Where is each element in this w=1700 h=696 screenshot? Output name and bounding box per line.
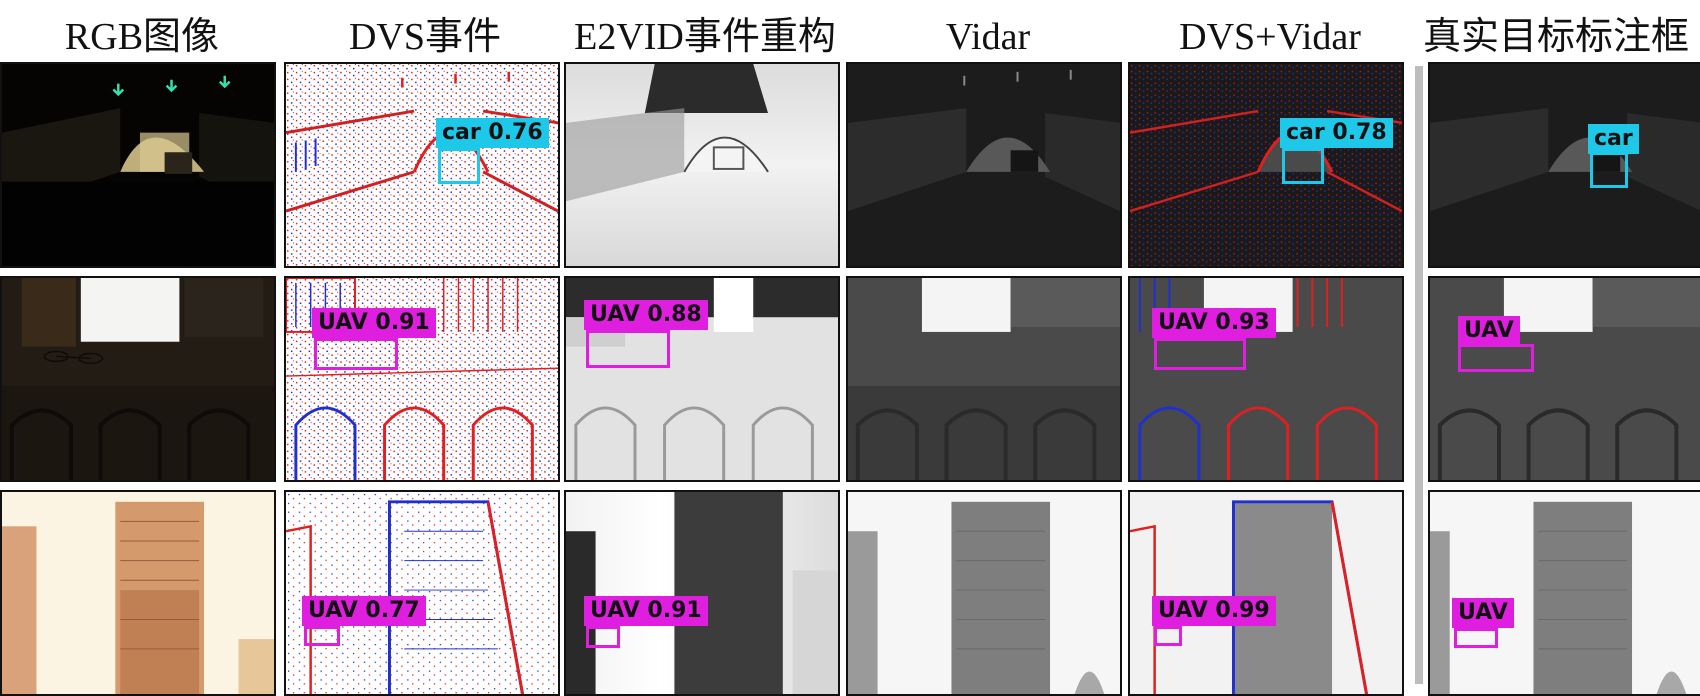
image-courtyard-rgb [0, 276, 276, 482]
image-tunnel-gt: car [1428, 62, 1700, 268]
detection-label: UAV 0.91 [584, 596, 708, 626]
detection-label: UAV [1458, 316, 1520, 346]
image-courtyard-gt: UAV [1428, 276, 1700, 482]
image-tunnel-dvs-vidar: car 0.78 [1128, 62, 1404, 268]
detection-box [1282, 148, 1324, 184]
detection-box [1454, 628, 1498, 648]
image-courtyard-dvs: UAV 0.91 [284, 276, 560, 482]
detection-label: UAV [1452, 598, 1514, 628]
detection-label: UAV 0.93 [1152, 308, 1276, 338]
image-tunnel-e2vid [564, 62, 840, 268]
image-building-e2vid: UAV 0.91 [564, 490, 840, 696]
detection-label: car [1588, 124, 1639, 154]
image-tunnel-rgb [0, 62, 276, 268]
detection-box [586, 330, 670, 368]
image-courtyard-e2vid: UAV 0.88 [564, 276, 840, 482]
detection-label: UAV 0.91 [312, 308, 436, 338]
column-title-dvs-vidar: DVS+Vidar [1179, 16, 1361, 58]
detection-label: car 0.78 [1280, 118, 1393, 148]
column-title-dvs: DVS事件 [348, 16, 502, 58]
image-tunnel-dvs: car 0.76 [284, 62, 560, 268]
detection-box [586, 626, 620, 648]
image-building-rgb [0, 490, 276, 696]
column-title-vidar: Vidar [945, 16, 1031, 58]
image-building-gt: UAV [1428, 490, 1700, 696]
column-title-gt: 真实目标标注框 [1422, 16, 1689, 58]
detection-box [314, 338, 398, 370]
image-building-dvs: UAV 0.77 [284, 490, 560, 696]
detection-label: UAV 0.99 [1152, 596, 1276, 626]
detection-label: car 0.76 [436, 118, 549, 148]
detection-box [1154, 626, 1182, 646]
detection-label: UAV 0.88 [584, 300, 708, 330]
image-courtyard-dvs-vidar: UAV 0.93 [1128, 276, 1404, 482]
image-building-dvs-vidar: UAV 0.99 [1128, 490, 1404, 696]
column-title-rgb: RGB图像 [64, 16, 220, 58]
column-title-e2vid: E2VID事件重构 [574, 16, 836, 58]
image-building-vidar [846, 490, 1122, 696]
detection-box [304, 626, 340, 646]
detection-box [1458, 344, 1534, 372]
column-divider [1415, 66, 1423, 684]
detection-box [1154, 338, 1246, 370]
detection-box [1590, 152, 1628, 188]
detection-label: UAV 0.77 [302, 596, 426, 626]
image-tunnel-vidar [846, 62, 1122, 268]
detection-box [438, 148, 480, 184]
image-courtyard-vidar [846, 276, 1122, 482]
